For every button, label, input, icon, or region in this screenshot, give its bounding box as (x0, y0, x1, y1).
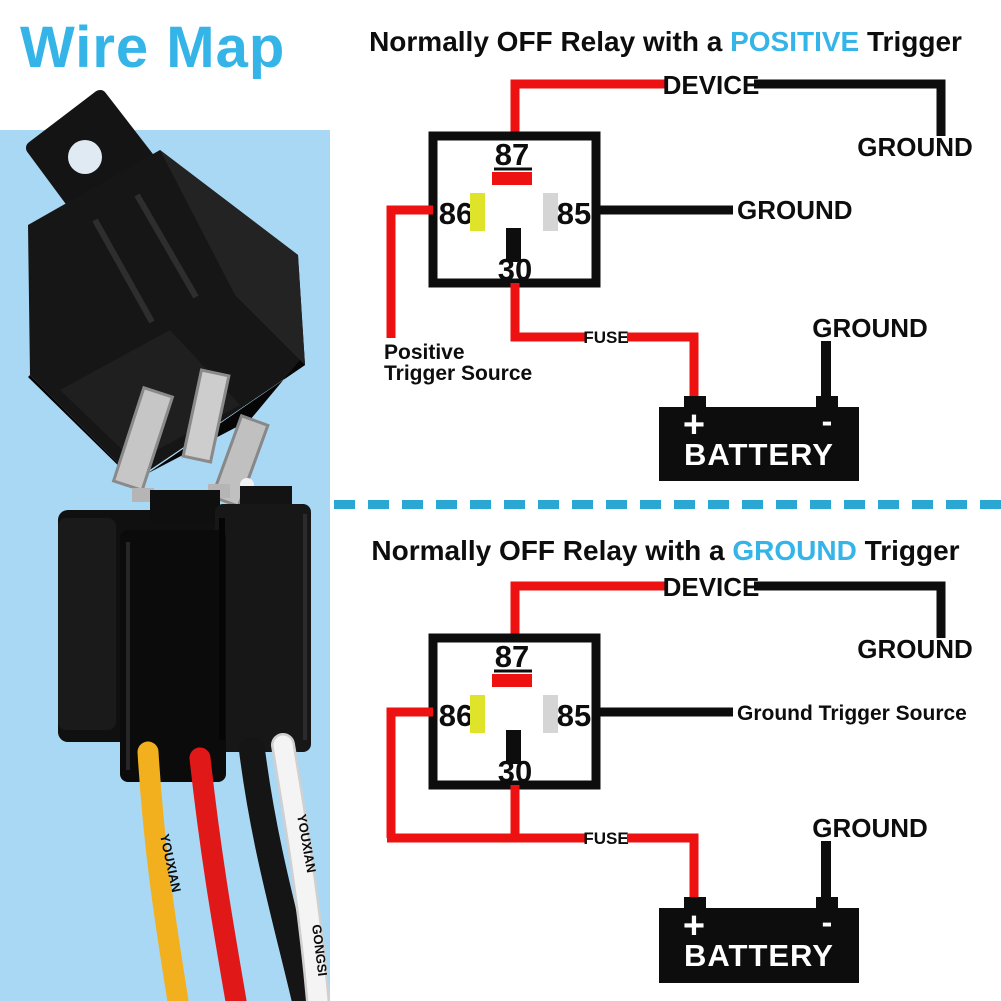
trigger-source-line2: Trigger Source (384, 362, 532, 385)
diagram2-title-prefix: Normally OFF Relay with a (371, 535, 733, 566)
mounting-hole (68, 140, 102, 174)
ground-trigger-source-label: Ground Trigger Source (737, 702, 967, 725)
wire-87-to-device (510, 79, 668, 139)
battery-label: BATTERY (684, 437, 834, 472)
battery-body (659, 908, 859, 983)
wire-86-down (386, 707, 433, 838)
trigger-source-line1: Positive (384, 341, 465, 364)
black-wire (239, 737, 318, 1001)
battery-plus-sign: + (683, 905, 705, 947)
pin-87-label: 87 (495, 639, 529, 674)
page-title: Wire Map (20, 15, 286, 80)
battery-minus-sign: - (822, 904, 833, 940)
relay-product-photo: YOUXIAN YOUXIAN GONGSI (26, 90, 330, 1001)
fuse-label: FUSE (583, 829, 628, 848)
pin-30-terminal (506, 228, 521, 262)
wire-30-to-fuse (510, 283, 586, 342)
battery-plus-post (684, 396, 706, 409)
pin-86-label: 86 (439, 196, 473, 231)
dashed-separator (334, 500, 1001, 509)
relay-pins (111, 368, 270, 509)
diagram2-title-highlight: GROUND (732, 535, 857, 566)
battery-minus-post (816, 897, 838, 910)
diagram-ground-trigger: DEVICE GROUND 87 86 85 30 Ground Trigger… (386, 572, 973, 983)
wire-86-to-trigger (386, 205, 433, 338)
fuse-label: FUSE (583, 328, 628, 347)
pin-87-label: 87 (495, 137, 529, 172)
diagram1-title-highlight: POSITIVE (730, 26, 860, 57)
diagram1-title: Normally OFF Relay with a POSITIVE Trigg… (330, 26, 1001, 58)
pin-86-terminal (470, 193, 485, 231)
pin-85-label: 85 (557, 196, 591, 231)
device-ground-label: GROUND (857, 132, 973, 162)
pin-85-label: 85 (557, 698, 591, 733)
battery-body (659, 407, 859, 481)
white-wire (273, 735, 328, 1001)
pin-85-ground-label: GROUND (737, 195, 853, 225)
device-label: DEVICE (663, 70, 760, 100)
pin-87-terminal (492, 172, 532, 185)
battery-plus-post (684, 897, 706, 910)
pin-87-terminal (492, 674, 532, 687)
wire-fuse-to-battery (627, 332, 699, 398)
diagram-positive-trigger: DEVICE GROUND 87 86 85 30 GROUND Positiv… (384, 70, 973, 481)
battery-label: BATTERY (684, 938, 834, 973)
relay-socket (58, 486, 311, 782)
pin-85-terminal (543, 695, 558, 733)
yellow-wire (137, 741, 189, 1001)
pin-86-label: 86 (439, 698, 473, 733)
pin-30-label: 30 (498, 754, 532, 789)
pin-85-terminal (543, 193, 558, 231)
pin-86-terminal (470, 695, 485, 733)
wire-device-to-ground (754, 79, 946, 136)
battery-ground-label: GROUND (812, 813, 928, 843)
battery-minus-sign: - (822, 403, 833, 439)
red-wire (189, 747, 247, 1001)
battery-plus-sign: + (683, 404, 705, 446)
white-wire-print-2: GONGSI (309, 924, 330, 977)
battery-symbol: + - BATTERY (659, 396, 859, 481)
battery-symbol: + - BATTERY (659, 897, 859, 983)
diagram1-title-suffix: Trigger (859, 26, 962, 57)
diagram2-title-suffix: Trigger (856, 535, 960, 566)
socket-wires (137, 733, 330, 1001)
diagram2-title: Normally OFF Relay with a GROUND Trigger (330, 535, 1001, 567)
wire-fuse-to-battery (627, 833, 699, 898)
pin-30-label: 30 (498, 252, 532, 287)
device-label: DEVICE (663, 572, 760, 602)
battery-minus-post (816, 396, 838, 409)
wire-device-to-ground (754, 581, 946, 638)
diagram1-title-prefix: Normally OFF Relay with a (369, 26, 731, 57)
device-ground-label: GROUND (857, 634, 973, 664)
wire-87-to-device (510, 581, 668, 641)
pin-30-terminal (506, 730, 521, 764)
battery-ground-label: GROUND (812, 313, 928, 343)
